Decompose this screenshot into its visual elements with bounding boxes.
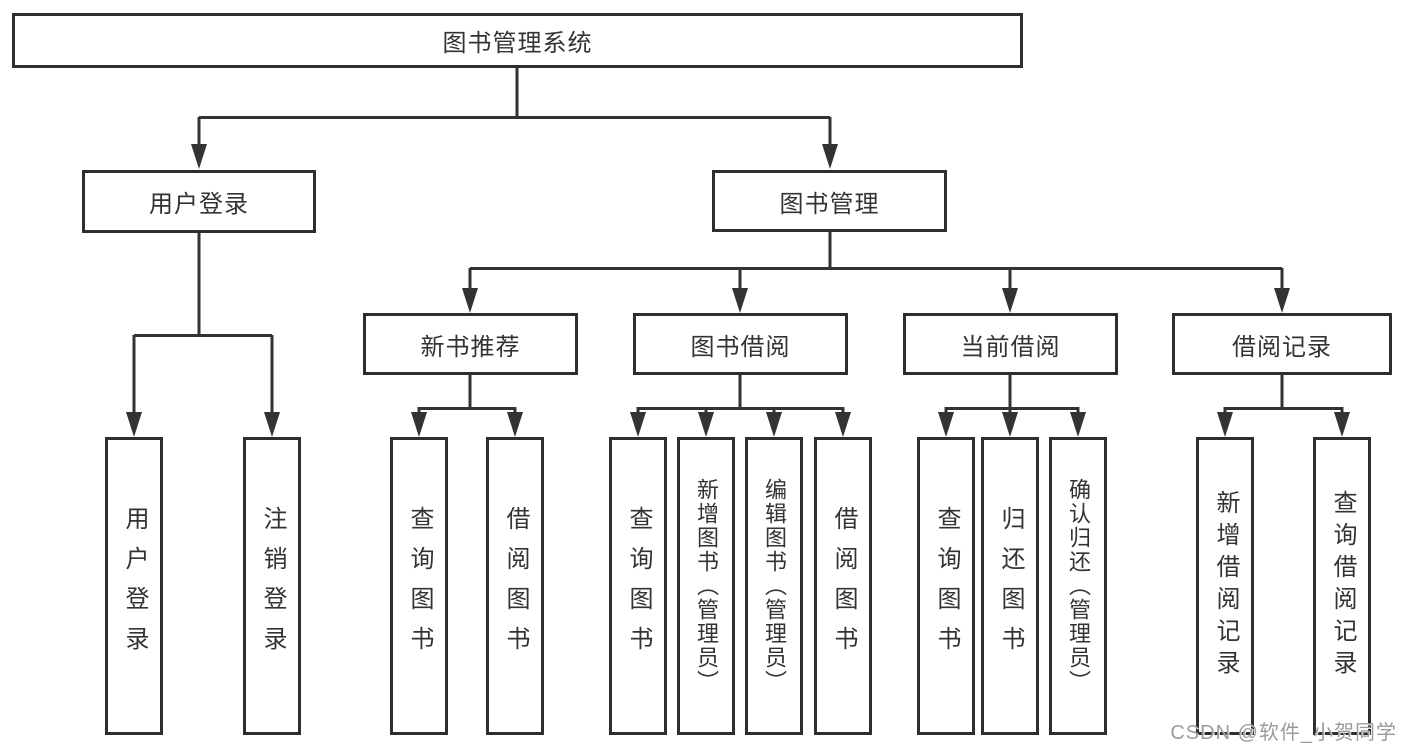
node-label: 用户登录 <box>121 506 148 666</box>
watermark: CSDN @软件_小贺同学 <box>1170 722 1397 744</box>
node-label: 借阅图书 <box>830 506 857 666</box>
node-label: 图书借阅 <box>690 333 791 361</box>
leaf-query-books-borrow: 查询图书 <box>609 437 667 735</box>
node-label: 图书管理 <box>779 190 880 218</box>
node-label: 查询借阅记录 <box>1329 490 1356 682</box>
leaf-query-borrow-record: 查询借阅记录 <box>1313 437 1371 735</box>
node-label: 新增图书（管理员） <box>694 478 719 694</box>
node-label: 借阅记录 <box>1232 333 1332 361</box>
node-user-login: 用户登录 <box>82 170 316 233</box>
node-book-management: 图书管理 <box>712 170 947 232</box>
node-current-borrow: 当前借阅 <box>903 313 1118 375</box>
node-label: 用户登录 <box>149 191 249 218</box>
node-label: 查询图书 <box>406 506 433 666</box>
node-new-book-recommend: 新书推荐 <box>363 313 578 375</box>
node-label: 查询图书 <box>625 506 652 666</box>
leaf-borrow-books-recommend: 借阅图书 <box>486 437 544 735</box>
leaf-query-books-current: 查询图书 <box>917 437 975 735</box>
node-label: 图书管理系统 <box>442 30 593 57</box>
node-label: 新增借阅记录 <box>1212 490 1239 682</box>
arrowheads <box>126 144 1350 437</box>
leaf-return-book: 归还图书 <box>981 437 1039 735</box>
leaf-logout: 注销登录 <box>243 437 301 735</box>
node-label: 编辑图书（管理员） <box>762 478 787 694</box>
leaf-add-borrow-record: 新增借阅记录 <box>1196 437 1254 735</box>
node-borrow-records: 借阅记录 <box>1172 313 1392 375</box>
leaf-borrow-books: 借阅图书 <box>814 437 872 735</box>
leaf-confirm-return-admin: 确认归还（管理员） <box>1049 437 1107 735</box>
leaf-add-book-admin: 新增图书（管理员） <box>677 437 735 735</box>
leaf-query-books-recommend: 查询图书 <box>390 437 448 735</box>
leaf-edit-book-admin: 编辑图书（管理员） <box>745 437 803 735</box>
node-library-management-system: 图书管理系统 <box>12 13 1023 68</box>
node-label: 注销登录 <box>259 506 286 666</box>
node-label: 归还图书 <box>997 506 1024 666</box>
node-label: 当前借阅 <box>960 333 1061 361</box>
node-book-borrow: 图书借阅 <box>633 313 848 375</box>
node-label: 确认归还（管理员） <box>1066 478 1091 694</box>
leaf-user-login: 用户登录 <box>105 437 163 735</box>
node-label: 新书推荐 <box>420 333 521 361</box>
node-label: 借阅图书 <box>502 506 529 666</box>
node-label: 查询图书 <box>933 506 960 666</box>
